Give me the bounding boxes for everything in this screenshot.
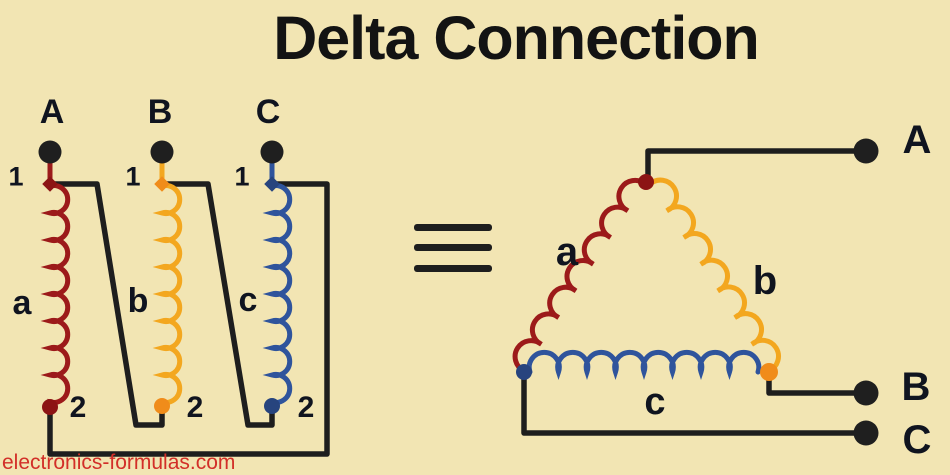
left-terminal-label-A: A (39, 93, 65, 131)
wire-a1-to-b2 (47, 181, 165, 428)
watermark-text: electronics-formulas.com (2, 451, 236, 474)
right-terminal-label-C: C (902, 418, 932, 462)
winding-c-coil-left (262, 157, 293, 409)
left-terminal-label-C: C (255, 93, 281, 131)
junction-b1-diamond (154, 176, 170, 192)
right-terminal-label-A: A (902, 118, 932, 162)
winding-b-coil-right (647, 177, 781, 374)
right-winding-label-b: b (752, 259, 778, 303)
right-winding-label-c: c (644, 381, 666, 423)
winding-a-start-number: 1 (8, 161, 24, 192)
right-winding-label-a: a (555, 230, 579, 274)
terminal-dot-B-left (150, 140, 174, 164)
terminal-dot-C-right (853, 420, 879, 446)
wire-c1-to-a2 (47, 181, 330, 457)
bottom-right-junction-dot (760, 363, 778, 381)
junction-c2-dot (264, 398, 280, 414)
right-terminal-label-B: B (901, 365, 931, 409)
terminal-dot-A-right (853, 138, 879, 164)
equivalence-icon (414, 224, 492, 272)
junction-a2-dot (42, 399, 58, 415)
wire-apex-to-A (645, 148, 867, 184)
terminal-dot-A-left (38, 140, 62, 164)
junction-a1-diamond (42, 176, 58, 192)
winding-a-end-number: 2 (69, 391, 87, 424)
wire-corner-to-B (766, 369, 867, 396)
winding-a-coil-right (512, 177, 648, 374)
terminal-dot-B-right (853, 380, 879, 406)
winding-b-end-number: 2 (186, 391, 204, 424)
left-winding-label-b: b (127, 282, 149, 320)
wire-corner-to-C (521, 369, 867, 436)
winding-b-start-number: 1 (125, 161, 141, 192)
left-terminal-label-B: B (147, 93, 173, 131)
junction-c1-diamond (264, 176, 280, 192)
page-title: Delta Connection (273, 4, 760, 72)
apex-junction-dot (638, 174, 654, 190)
left-winding-label-c: c (238, 281, 258, 319)
winding-c-end-number: 2 (297, 391, 315, 424)
terminal-dot-C-left (260, 140, 284, 164)
winding-c-coil-right (526, 349, 762, 381)
left-winding-label-a: a (12, 284, 32, 322)
bottom-left-junction-dot (516, 364, 532, 380)
wire-b1-to-c2 (159, 181, 275, 428)
winding-b-coil-left (152, 157, 183, 409)
winding-a-coil-left (40, 157, 71, 410)
winding-c-start-number: 1 (234, 161, 250, 192)
junction-b2-dot (154, 398, 170, 414)
